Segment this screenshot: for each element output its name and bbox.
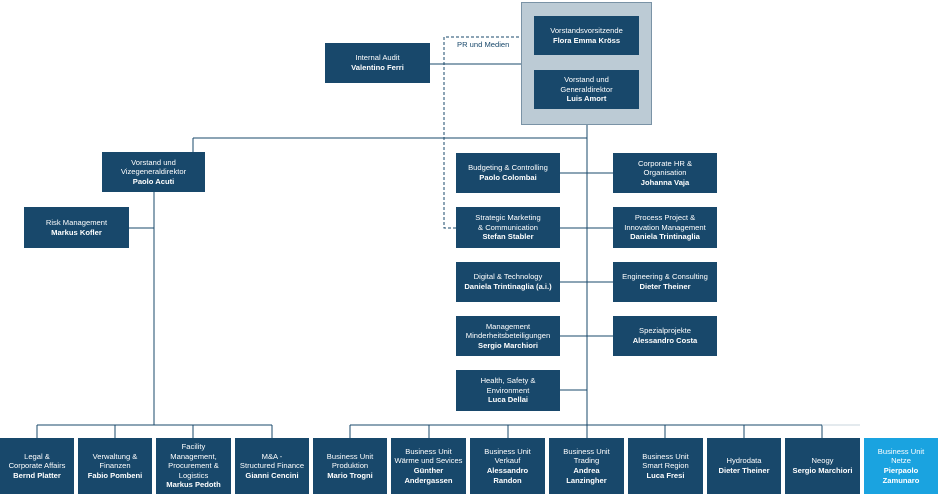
unit-title: Hydrodata xyxy=(726,456,762,466)
unit-title: M&A - Structured Finance xyxy=(239,451,305,471)
unit-head: Günther Andergassen xyxy=(404,466,453,485)
unit-title: Business Unit Wärme und Sevices xyxy=(394,446,463,466)
unit-head: Pierpaolo Zamunaro xyxy=(882,466,920,485)
bu-sales-box[interactable]: Business Unit Verkauf Alessandro Randon xyxy=(470,438,545,494)
deputy-name: Paolo Acuti xyxy=(132,176,175,186)
unit-head: Mario Trogni xyxy=(327,470,373,480)
engineering-consulting-box[interactable]: Engineering & Consulting Dieter Theiner xyxy=(613,262,717,302)
bu-trading-box[interactable]: Business Unit Trading Andrea Lanzingher xyxy=(549,438,624,494)
unit-title: Strategic Marketing & Communication xyxy=(475,213,541,232)
corporate-hr-box[interactable]: Corporate HR & Organisation Johanna Vaja xyxy=(613,153,717,193)
unit-head: Alessandro Costa xyxy=(632,336,698,345)
unit-head: Daniela Trintinaglia xyxy=(630,232,700,242)
unit-title: Process Project & Innovation Management xyxy=(624,213,706,232)
unit-title: Business Unit Trading xyxy=(563,446,610,466)
internal-audit-title: Internal Audit xyxy=(355,53,400,63)
unit-head: Andrea Lanzingher xyxy=(566,466,607,485)
unit-title: Neogy xyxy=(811,456,834,466)
unit-title: Legal & Corporate Affairs xyxy=(8,451,66,471)
unit-head: Paolo Colombai xyxy=(479,173,537,182)
chair-title: Vorstandsvorsitzende xyxy=(550,25,623,35)
bu-production-box[interactable]: Business Unit Produktion Mario Trogni xyxy=(313,438,387,494)
digital-technology-box[interactable]: Digital & Technology Daniela Trintinagli… xyxy=(456,262,560,302)
bu-grid-box[interactable]: Business Unit Netze Pierpaolo Zamunaro xyxy=(864,438,938,494)
ceo-box[interactable]: Vorstand und Generaldirektor Luis Amort xyxy=(534,70,639,109)
unit-head: Gianni Cencini xyxy=(245,470,299,480)
unit-title: Business Unit Smart Region xyxy=(642,451,689,471)
unit-title: Engineering & Consulting xyxy=(622,272,708,282)
unit-head: Fabio Pombeni xyxy=(87,470,143,480)
risk-title: Risk Management xyxy=(45,217,108,227)
unit-title: Budgeting & Controlling xyxy=(468,163,548,173)
chair-box[interactable]: Vorstandsvorsitzende Flora Emma Kröss xyxy=(534,16,639,55)
internal-audit-box[interactable]: Internal Audit Valentino Ferri xyxy=(325,43,430,83)
risk-name: Markus Kofler xyxy=(51,227,102,237)
pr-dashed-line xyxy=(443,36,534,229)
unit-title: Business Unit Produktion xyxy=(326,451,374,471)
administration-finance-box[interactable]: Verwaltung & Finanzen Fabio Pombeni xyxy=(78,438,152,494)
minority-holdings-box[interactable]: Management Minderheitsbeteiligungen Serg… xyxy=(456,316,560,356)
unit-head: Dieter Theiner xyxy=(718,466,770,475)
unit-title: Facility Management, Procurement & Logis… xyxy=(168,442,219,480)
unit-head: Alessandro Randon xyxy=(486,466,529,485)
health-safety-box[interactable]: Health, Safety & Environment Luca Dellai xyxy=(456,370,560,411)
unit-head: Dieter Theiner xyxy=(639,282,691,291)
hydrodata-box[interactable]: Hydrodata Dieter Theiner xyxy=(707,438,781,494)
unit-head: Bernd Platter xyxy=(13,470,61,480)
risk-management-box[interactable]: Risk Management Markus Kofler xyxy=(24,207,129,248)
bu-heat-services-box[interactable]: Business Unit Wärme und Sevices Günther … xyxy=(391,438,466,494)
unit-title: Corporate HR & Organisation xyxy=(637,158,693,178)
deputy-box[interactable]: Vorstand und Vizegeneraldirektor Paolo A… xyxy=(102,152,205,192)
unit-title: Business Unit Netze xyxy=(877,446,925,466)
ceo-title: Vorstand und Generaldirektor xyxy=(560,75,613,94)
budgeting-controlling-box[interactable]: Budgeting & Controlling Paolo Colombai xyxy=(456,153,560,193)
unit-title: Digital & Technology xyxy=(473,272,543,282)
facility-management-box[interactable]: Facility Management, Procurement & Logis… xyxy=(156,438,231,494)
pr-label: PR und Medien xyxy=(457,40,510,49)
unit-head: Daniela Trintinaglia (a.i.) xyxy=(464,282,552,291)
process-innovation-box[interactable]: Process Project & Innovation Management … xyxy=(613,207,717,248)
unit-head: Luca Dellai xyxy=(487,395,529,405)
deputy-title: Vorstand und Vizegeneraldirektor xyxy=(120,157,187,177)
neogy-box[interactable]: Neogy Sergio Marchiori xyxy=(785,438,860,494)
unit-head: Luca Fresi xyxy=(646,470,685,480)
unit-head: Stefan Stabler xyxy=(482,232,534,242)
chair-name: Flora Emma Kröss xyxy=(552,35,621,45)
bu-smart-region-box[interactable]: Business Unit Smart Region Luca Fresi xyxy=(628,438,703,494)
special-projects-box[interactable]: Spezialprojekte Alessandro Costa xyxy=(613,316,717,356)
unit-title: Verwaltung & Finanzen xyxy=(92,451,138,471)
unit-title: Management Minderheitsbeteiligungen xyxy=(465,321,551,341)
unit-title: Spezialprojekte xyxy=(639,326,691,336)
strategic-marketing-box[interactable]: Strategic Marketing & Communication Stef… xyxy=(456,207,560,248)
legal-affairs-box[interactable]: Legal & Corporate Affairs Bernd Platter xyxy=(0,438,74,494)
ceo-name: Luis Amort xyxy=(566,94,607,104)
unit-title: Business Unit Verkauf xyxy=(484,446,531,466)
unit-head: Johanna Vaja xyxy=(640,177,690,187)
ma-structured-finance-box[interactable]: M&A - Structured Finance Gianni Cencini xyxy=(235,438,309,494)
unit-title: Health, Safety & Environment xyxy=(480,376,536,395)
unit-head: Markus Pedoth xyxy=(166,480,221,490)
unit-head: Sergio Marchiori xyxy=(478,340,538,350)
unit-head: Sergio Marchiori xyxy=(792,466,853,475)
internal-audit-name: Valentino Ferri xyxy=(351,63,404,72)
